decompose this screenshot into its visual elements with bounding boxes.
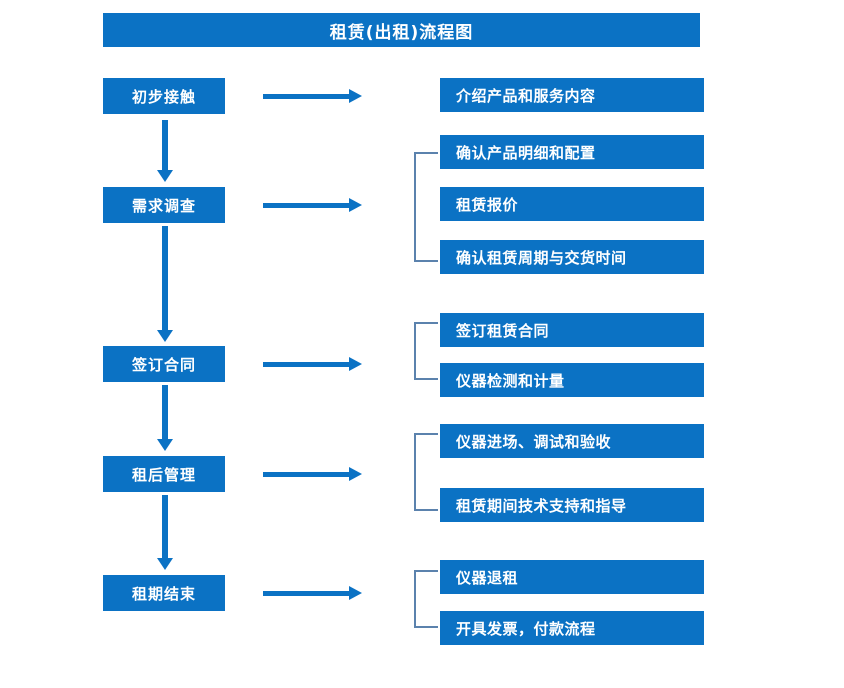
group-bracket-needs-survey [414, 152, 438, 262]
group-bracket-sign-contract [414, 322, 438, 380]
horizontal-arrow-icon-4 [263, 467, 362, 481]
horizontal-arrow-icon-3 [263, 357, 362, 371]
stage-box-needs-survey[interactable]: 需求调查 [103, 187, 225, 223]
diagram-title: 租赁(出租)流程图 [103, 13, 700, 47]
detail-box-invoice-payment[interactable]: 开具发票，付款流程 [440, 611, 704, 645]
detail-box-sign-rental-contract[interactable]: 签订租赁合同 [440, 313, 704, 347]
detail-box-instrument-testing[interactable]: 仪器检测和计量 [440, 363, 704, 397]
detail-box-instrument-return[interactable]: 仪器退租 [440, 560, 704, 594]
detail-box-onsite-commissioning[interactable]: 仪器进场、调试和验收 [440, 424, 704, 458]
group-bracket-lease-end [414, 570, 438, 628]
vertical-arrow-icon-2 [157, 226, 173, 342]
detail-box-confirm-term-delivery[interactable]: 确认租赁周期与交货时间 [440, 240, 704, 274]
horizontal-arrow-icon-2 [263, 198, 362, 212]
stage-box-lease-end[interactable]: 租期结束 [103, 575, 225, 611]
stage-box-sign-contract[interactable]: 签订合同 [103, 346, 225, 382]
detail-box-rental-quote[interactable]: 租赁报价 [440, 187, 704, 221]
vertical-arrow-icon-4 [157, 495, 173, 570]
detail-box-technical-support[interactable]: 租赁期间技术支持和指导 [440, 488, 704, 522]
vertical-arrow-icon-1 [157, 120, 173, 182]
stage-box-initial-contact[interactable]: 初步接触 [103, 78, 225, 114]
stage-box-post-rent-mgmt[interactable]: 租后管理 [103, 456, 225, 492]
horizontal-arrow-icon-1 [263, 89, 362, 103]
detail-box-introduce-products[interactable]: 介绍产品和服务内容 [440, 78, 704, 112]
horizontal-arrow-icon-5 [263, 586, 362, 600]
detail-box-confirm-spec-config[interactable]: 确认产品明细和配置 [440, 135, 704, 169]
group-bracket-post-rent-mgmt [414, 433, 438, 511]
vertical-arrow-icon-3 [157, 385, 173, 451]
